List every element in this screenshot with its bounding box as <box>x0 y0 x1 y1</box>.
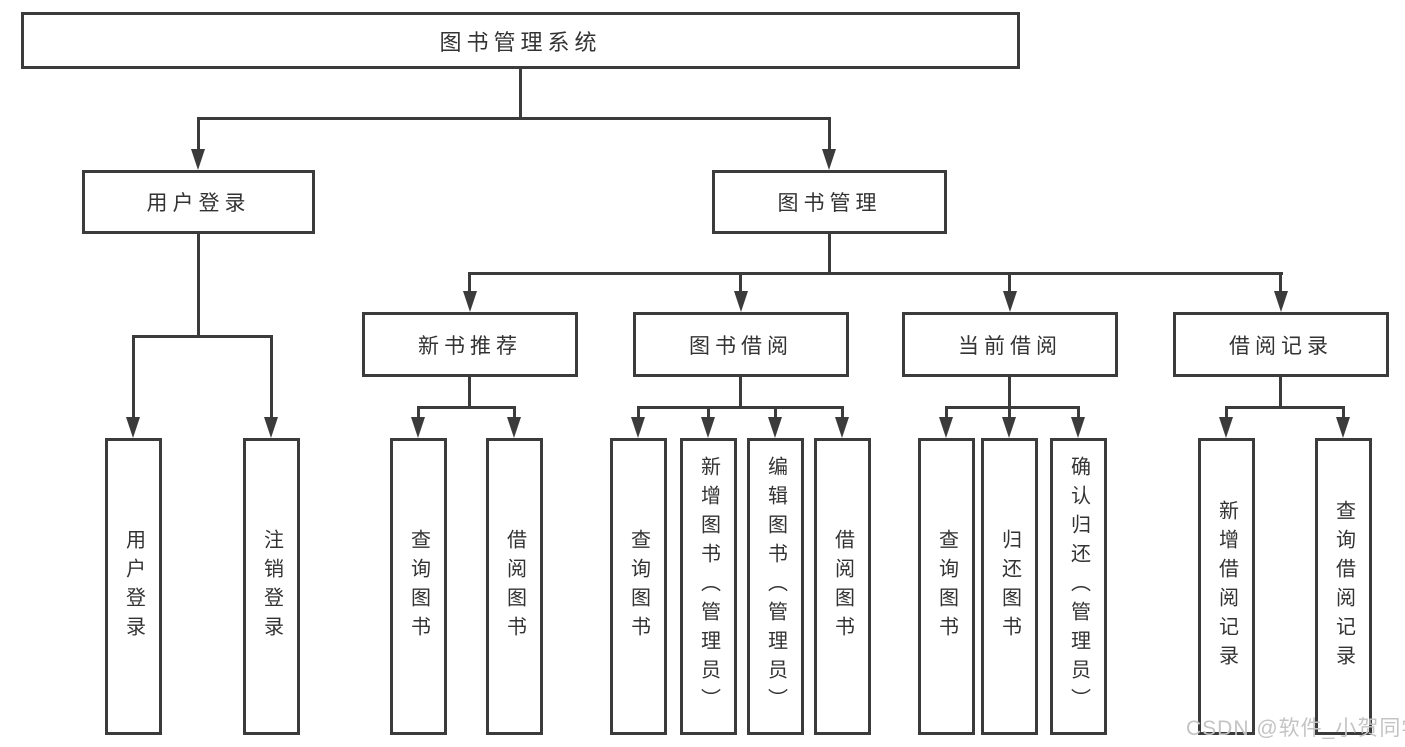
connector-line <box>197 233 200 335</box>
arrowhead-down-icon <box>411 417 425 438</box>
connector-line <box>417 406 516 409</box>
connector-line <box>1225 406 1228 419</box>
arrowhead-down-icon <box>191 149 205 170</box>
leaf-query-books-recommend: 查询图书 <box>390 438 447 735</box>
leaf-confirm-return-admin-label: 确认归还（管理员） <box>1067 456 1090 717</box>
leaf-add-borrow-record-label: 新增借阅记录 <box>1215 499 1238 674</box>
leaf-user-login: 用户登录 <box>105 438 162 735</box>
connector-line <box>417 406 420 419</box>
leaf-logout-label: 注销登录 <box>260 528 283 645</box>
node-current-borrow-label: 当前借阅 <box>958 334 1062 358</box>
node-new-book-recommend-label: 新书推荐 <box>418 334 522 358</box>
leaf-query-borrow-record-label: 查询借阅记录 <box>1332 499 1355 674</box>
connector-line <box>1279 376 1282 406</box>
arrowhead-down-icon <box>1219 417 1233 438</box>
leaf-confirm-return-admin: 确认归还（管理员） <box>1050 438 1107 735</box>
leaf-add-borrow-record: 新增借阅记录 <box>1198 438 1255 735</box>
connector-line <box>197 117 831 120</box>
arrowhead-down-icon <box>768 417 782 438</box>
leaf-user-login-label: 用户登录 <box>122 528 145 645</box>
arrowhead-down-icon <box>835 417 849 438</box>
node-user-login: 用户登录 <box>82 170 315 234</box>
connector-line <box>132 335 135 418</box>
watermark: CSDN @软件_小贺同学 <box>1186 717 1405 740</box>
connector-line <box>1342 406 1345 419</box>
leaf-return-book: 归还图书 <box>981 438 1038 735</box>
arrowhead-down-icon <box>734 291 748 312</box>
node-book-borrow-label: 图书借阅 <box>689 334 793 358</box>
arrowhead-down-icon <box>1003 291 1017 312</box>
leaf-query-borrow-record: 查询借阅记录 <box>1315 438 1372 735</box>
leaf-query-books-current-label: 查询图书 <box>935 528 958 645</box>
node-new-book-recommend: 新书推荐 <box>362 312 578 377</box>
connector-line <box>468 376 471 406</box>
connector-line <box>945 406 948 419</box>
leaf-query-books-borrow: 查询图书 <box>610 438 667 735</box>
connector-line <box>1008 376 1011 406</box>
connector-line <box>468 272 471 293</box>
arrowhead-down-icon <box>126 417 140 438</box>
leaf-logout: 注销登录 <box>243 438 300 735</box>
node-book-management-label: 图书管理 <box>777 192 882 215</box>
leaf-borrow-books-recommend-label: 借阅图书 <box>503 528 526 645</box>
arrowhead-down-icon <box>939 417 953 438</box>
connector-line <box>739 376 742 406</box>
arrowhead-down-icon <box>701 417 715 438</box>
node-book-borrow: 图书借阅 <box>633 312 849 377</box>
node-user-login-label: 用户登录 <box>146 192 251 215</box>
leaf-query-books-recommend-label: 查询图书 <box>407 528 430 645</box>
connector-line <box>1008 272 1011 293</box>
connector-line <box>774 406 777 419</box>
connector-line <box>1008 406 1011 419</box>
leaf-borrow-books-label: 借阅图书 <box>831 528 854 645</box>
connector-line <box>828 117 831 151</box>
node-current-borrow: 当前借阅 <box>902 312 1118 377</box>
connector-line <box>945 406 1080 409</box>
leaf-borrow-books-recommend: 借阅图书 <box>486 438 543 735</box>
node-root-label: 图书管理系统 <box>439 29 602 55</box>
arrowhead-down-icon <box>822 149 836 170</box>
node-book-management: 图书管理 <box>712 170 947 234</box>
leaf-add-book-admin: 新增图书（管理员） <box>680 438 737 735</box>
connector-line <box>828 233 831 272</box>
arrowhead-down-icon <box>1336 417 1350 438</box>
connector-line <box>519 69 522 117</box>
connector-line <box>637 406 844 409</box>
leaf-add-book-admin-label: 新增图书（管理员） <box>697 456 720 717</box>
connector-line <box>637 406 640 419</box>
node-borrow-records-label: 借阅记录 <box>1229 334 1333 358</box>
connector-line <box>468 272 1283 275</box>
connector-line <box>132 335 273 338</box>
connector-line <box>739 272 742 293</box>
leaf-edit-book-admin-label: 编辑图书（管理员） <box>764 456 787 717</box>
connector-line <box>1225 406 1345 409</box>
leaf-query-books-current: 查询图书 <box>918 438 975 735</box>
node-borrow-records: 借阅记录 <box>1173 312 1389 377</box>
connector-line <box>513 406 516 419</box>
leaf-edit-book-admin: 编辑图书（管理员） <box>747 438 804 735</box>
connector-line <box>197 117 200 151</box>
connector-line <box>707 406 710 419</box>
arrowhead-down-icon <box>507 417 521 438</box>
arrowhead-down-icon <box>264 417 278 438</box>
arrowhead-down-icon <box>1071 417 1085 438</box>
leaf-query-books-borrow-label: 查询图书 <box>627 528 650 645</box>
leaf-return-book-label: 归还图书 <box>998 528 1021 645</box>
arrowhead-down-icon <box>1002 417 1016 438</box>
arrowhead-down-icon <box>631 417 645 438</box>
connector-line <box>1077 406 1080 419</box>
connector-line <box>270 335 273 418</box>
arrowhead-down-icon <box>1274 291 1288 312</box>
connector-line <box>1279 272 1282 293</box>
connector-line <box>841 406 844 419</box>
arrowhead-down-icon <box>463 291 477 312</box>
leaf-borrow-books: 借阅图书 <box>814 438 871 735</box>
node-root: 图书管理系统 <box>21 12 1020 69</box>
